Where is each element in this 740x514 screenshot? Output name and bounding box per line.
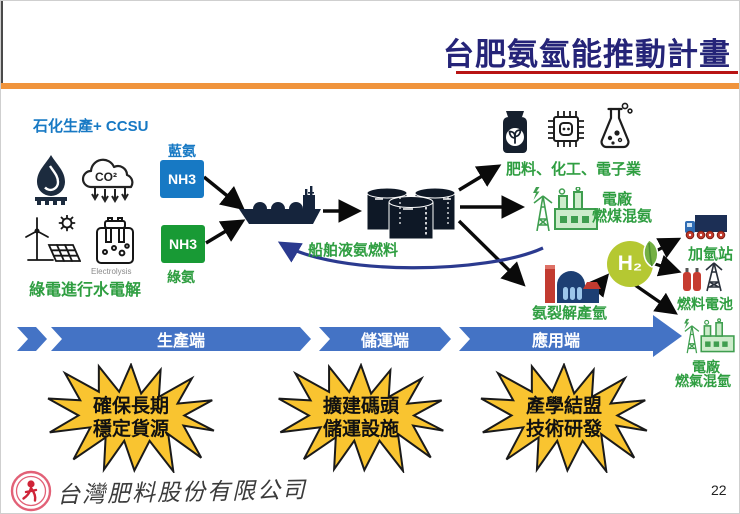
cargo-ship-icon xyxy=(239,186,321,224)
gas-plant-label-line1: 電廠 xyxy=(692,359,720,375)
title-underline xyxy=(456,71,738,74)
fuel-cell-label: 燃料電池 xyxy=(677,296,733,312)
station-label: 加氫站 xyxy=(688,246,734,263)
fertilizer-bag-icon xyxy=(503,111,527,153)
ship-fuel-label: 船舶液氨燃料 xyxy=(308,242,399,259)
blue-ammonia-box: NH3 xyxy=(160,160,204,198)
starburst-rnd-line2: 技術研發 xyxy=(525,419,603,440)
starburst-wharf xyxy=(277,363,445,473)
cracking-plant-icon xyxy=(545,265,601,303)
banner-segment-storage: 儲運端 xyxy=(319,327,451,351)
green-power-label: 綠電進行水電解 xyxy=(29,282,142,299)
left-edge-line xyxy=(1,1,3,85)
arrow-h2-to-gas-plant xyxy=(634,283,678,315)
chip-icon xyxy=(548,111,584,147)
flame-icon xyxy=(35,155,67,205)
starburst-supply xyxy=(45,363,217,473)
page-number: 22 xyxy=(711,482,727,498)
hydrogen-truck-icon xyxy=(685,215,727,240)
arrow-ship-fuel-curve xyxy=(277,241,544,270)
ccsu-label: 石化生產+ CCSU xyxy=(33,118,149,135)
storage-tanks-icon xyxy=(366,187,456,239)
fuel-cell-icon xyxy=(683,262,723,292)
co2-text: CO² xyxy=(95,170,117,184)
h2-leaf-icon xyxy=(607,239,659,287)
banner-segment-application: 應用端 xyxy=(459,327,653,351)
starburst-supply-line2: 穩定貨源 xyxy=(92,419,170,440)
starburst-rnd-text: 產學結盟 技術研發 xyxy=(526,395,602,441)
banner-arrowhead xyxy=(653,315,682,357)
arrow-cracking-feed xyxy=(457,219,526,287)
flask-icon xyxy=(600,102,633,149)
page-title: 台肥氨氫能推動計畫 xyxy=(443,37,731,72)
starburst-wharf-line1: 擴建碼頭 xyxy=(322,396,400,417)
arrow-green-nh3-to-ship xyxy=(205,219,246,245)
green-ammonia-label: 綠氨 xyxy=(167,269,195,285)
renewable-power-icon xyxy=(25,215,81,262)
taifer-logo-icon xyxy=(10,470,52,512)
company-signature: 台灣肥料股份有限公司 xyxy=(56,477,308,509)
blue-ammonia-label: 藍氨 xyxy=(168,143,196,159)
green-ammonia-box: NH3 xyxy=(161,225,205,263)
starburst-wharf-line2: 儲運設施 xyxy=(322,419,400,440)
coal-plant-label-line2: 燃煤混氨 xyxy=(592,208,653,225)
arrow-tanks-to-industry xyxy=(458,164,502,192)
starburst-wharf-text: 擴建碼頭 儲運設施 xyxy=(323,395,399,441)
starburst-rnd-line1: 產學結盟 xyxy=(525,396,603,417)
starburst-supply-line1: 確保長期 xyxy=(92,396,170,417)
gas-plant-icon xyxy=(684,318,735,354)
gas-plant-label-line2: 燃氣混氫 xyxy=(675,373,731,389)
co2-capture-icon: CO² xyxy=(81,158,134,203)
header-rule xyxy=(1,83,739,89)
starburst-rnd xyxy=(477,363,651,473)
starburst-supply-text: 確保長期 穩定貨源 xyxy=(93,395,169,441)
electrolysis-icon xyxy=(96,217,134,264)
coal-plant-icon xyxy=(533,187,598,231)
industry-label: 肥料、化工、電子業 xyxy=(506,161,642,178)
h2-label: H₂ xyxy=(617,252,643,275)
arrow-blue-nh3-to-ship xyxy=(202,175,245,211)
cracking-label: 氨裂解產氫 xyxy=(532,305,608,322)
banner-segment-production: 生產端 xyxy=(51,327,311,351)
electrolysis-caption: Electrolysis xyxy=(91,267,132,276)
arrow-h2-to-fuel-cell xyxy=(654,254,682,277)
coal-plant-label-line1: 電廠 xyxy=(602,191,633,208)
